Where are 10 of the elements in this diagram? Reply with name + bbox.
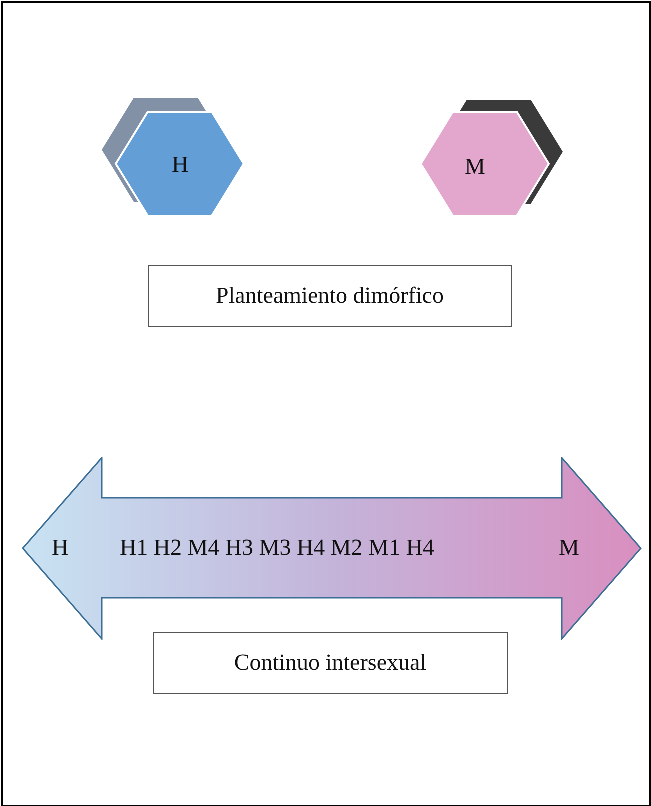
box-label: Planteamiento dimórfico	[216, 283, 444, 309]
double-arrow	[22, 457, 642, 640]
hexagon-label: M	[465, 154, 486, 180]
text-box	[148, 265, 512, 327]
arrow-label: M	[559, 535, 580, 561]
arrow-label: H	[52, 535, 69, 561]
box-label: Continuo intersexual	[234, 650, 427, 676]
arrow-label: H1 H2 M4 H3 M3 H4 M2 M1 H4	[120, 535, 434, 561]
hexagon-label: H	[172, 152, 189, 178]
text-box	[153, 632, 508, 694]
